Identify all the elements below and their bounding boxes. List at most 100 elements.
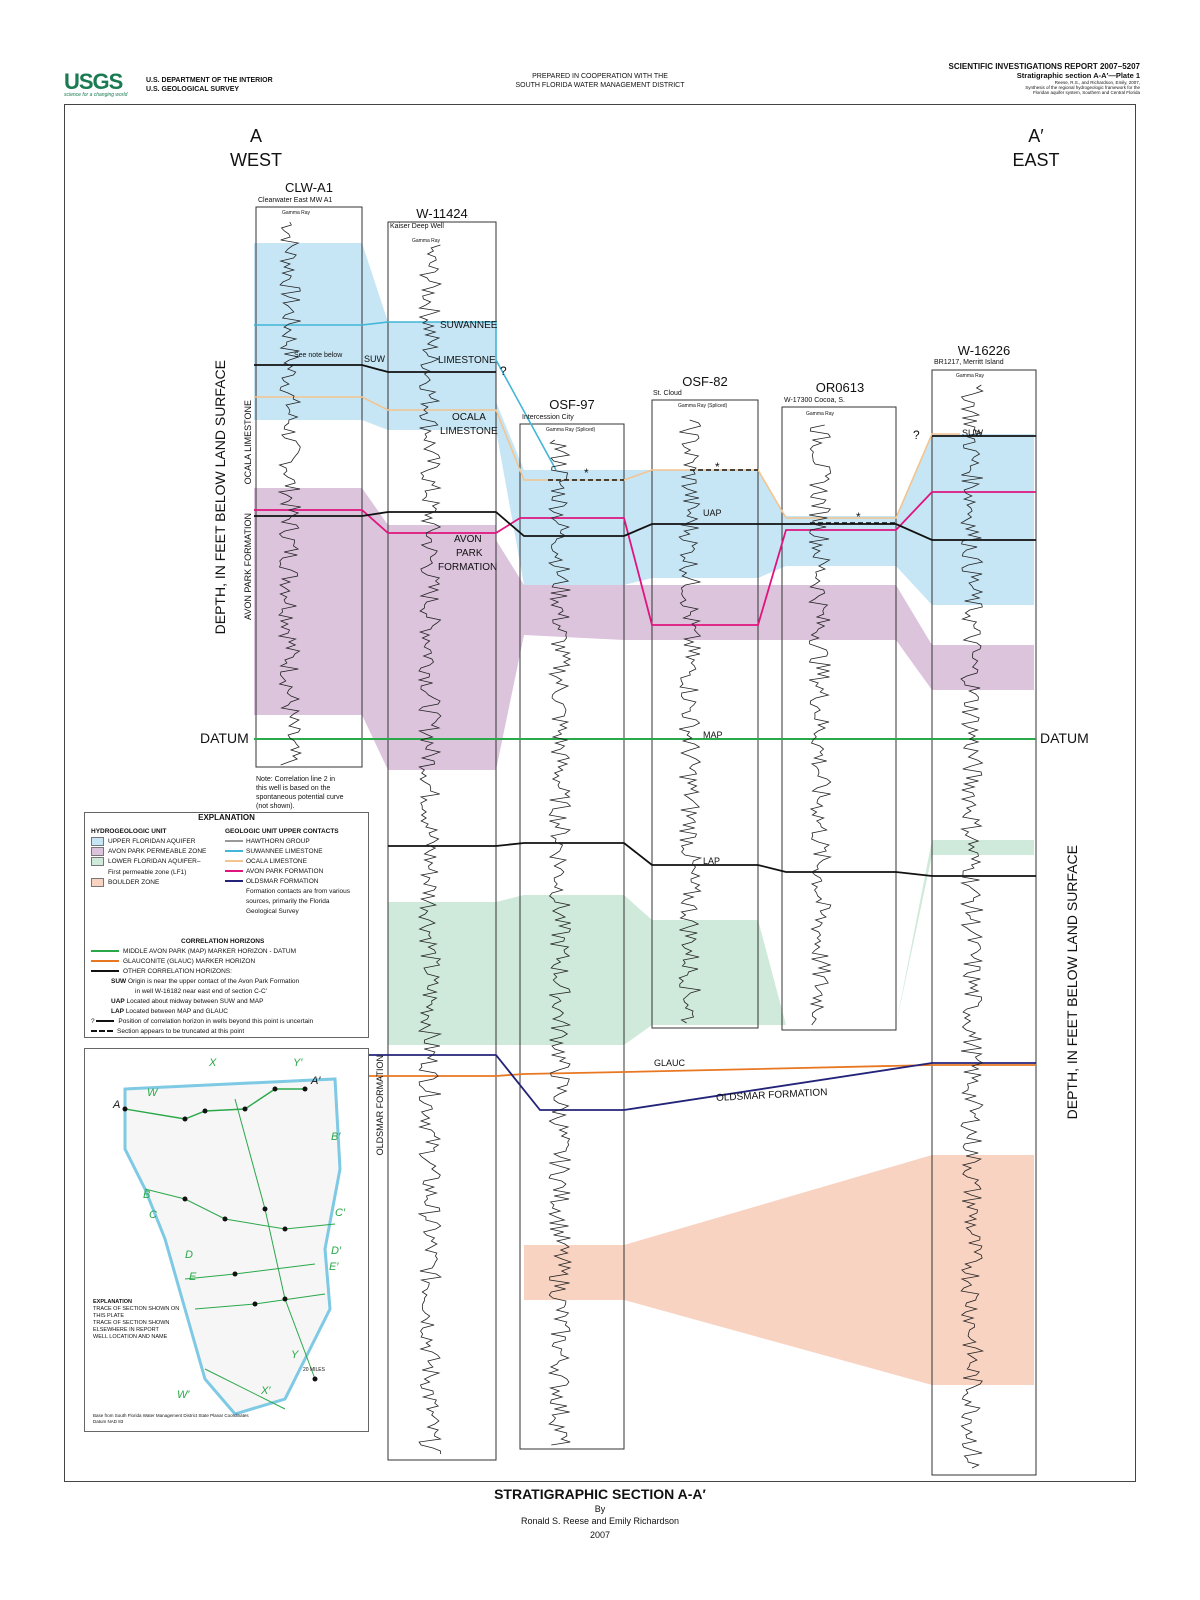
contacts-heading: GEOLOGIC UNIT UPPER CONTACTS [225, 828, 339, 835]
correlation-note: Note: Correlation line 2 in this well is… [256, 775, 344, 811]
district-line: SOUTH FLORIDA WATER MANAGEMENT DISTRICT [515, 82, 685, 89]
boulder-zone-band [524, 1155, 1034, 1385]
cooperation-line: PREPARED IN COOPERATION WITH THE [532, 73, 668, 80]
contact-item: OLDSMAR FORMATION [225, 877, 365, 887]
suw-label: SUW [364, 354, 385, 364]
legend-item: UPPER FLORIDAN AQUIFER [91, 837, 221, 847]
limestone-label: LIMESTONE [438, 355, 496, 366]
suw-label-east: SUW [962, 428, 983, 438]
by-line: By [594, 1504, 606, 1514]
lap-horizon [388, 842, 1036, 877]
correlation-heading: CORRELATION HORIZONS [181, 938, 265, 945]
map-label: MAP [703, 730, 723, 740]
contact-note: Geological Survey [246, 908, 299, 915]
suwannee-label: SUWANNEE [440, 320, 498, 331]
map-letter-c-prime: C′ [335, 1207, 346, 1219]
suw-horizon [254, 364, 1036, 437]
citation-line: Synthesis of the regional hydrogeologic … [1025, 85, 1140, 90]
contact-item: OCALA LIMESTONE [225, 857, 365, 867]
cooperation-block: PREPARED IN COOPERATION WITH THE SOUTH F… [470, 72, 730, 90]
plate-title: Stratigraphic section A-A′—Plate 1 [1016, 71, 1140, 80]
map-letter-b: B [143, 1189, 151, 1201]
contact-note: sources, primarily the Florida [246, 898, 330, 905]
ocala-label: OCALA [452, 412, 486, 423]
suwannee-contact [254, 321, 557, 471]
other-horizon: UAP Located about midway between SUW and… [111, 998, 264, 1005]
year: 2007 [589, 1530, 611, 1540]
map-letter-a-prime: A′ [311, 1075, 321, 1087]
park-label: PARK [456, 548, 483, 559]
usgs-tagline: science for a changing world [64, 92, 128, 98]
map-scale: 20 MILES [303, 1367, 325, 1373]
legend-item-continued: First permeable zone (LF1) [108, 868, 187, 876]
upper-floridan-band [254, 243, 1034, 605]
map-letter-d: D [185, 1249, 193, 1261]
contact-note: Formation contacts are from various [246, 888, 351, 895]
contact-item: HAWTHORN GROUP [225, 837, 365, 847]
legend-item: LOWER FLORIDAN AQUIFER– [91, 857, 221, 867]
map-trace-1: TRACE OF SECTION SHOWN ON THIS PLATE [93, 1306, 180, 1319]
formation-label: FORMATION [438, 562, 498, 573]
ocala-contact [254, 396, 960, 519]
map-letter-c: C [149, 1209, 157, 1221]
legend-item: AVON PARK PERMEABLE ZONE [91, 847, 221, 857]
gamma-ray-traces [277, 221, 985, 1469]
usgs-logo: USGS science for a changing world [64, 69, 134, 99]
log-header: Gamma Ray [956, 373, 985, 379]
location-map: A A′ W X Y′ B B′ C C′ D D′ E E′ W′ X′ Y … [84, 1048, 369, 1432]
well-site: BR1217, Merritt Island [934, 359, 1004, 366]
map-letter-w-prime: W′ [177, 1389, 190, 1401]
lap-label: LAP [703, 856, 721, 866]
gamma-ray-trace [417, 244, 443, 1455]
legend-item: BOULDER ZONE [91, 877, 221, 888]
truncation-star: * [584, 466, 589, 480]
avon-park-permeable-band [254, 488, 1034, 770]
uap-label: UAP [703, 508, 722, 518]
uncertain-marker: ? [500, 364, 507, 378]
map-letter-w: W [147, 1087, 158, 1099]
map-source: Base from South Florida Water Management… [93, 1413, 249, 1425]
corr-item: GLAUCONITE (GLAUC) MARKER HORIZON [91, 957, 366, 967]
truncation-star: * [715, 460, 720, 474]
log-header: Gamma Ray (Spliced) [678, 403, 728, 409]
truncation-marks [548, 469, 896, 524]
west-letter: A [249, 126, 262, 146]
avon-label: AVON [454, 534, 482, 545]
map-explanation-title: EXPLANATION [93, 1299, 133, 1305]
other-horizon: SUW Origin is near the upper contact of … [111, 978, 300, 985]
well-columns [255, 206, 1037, 1476]
map-letter-e: E [189, 1271, 197, 1283]
uncertain-item: ? Position of correlation horizon in wel… [91, 1018, 314, 1025]
note-line: Note: Correlation line 2 in [256, 776, 335, 783]
corr-item: MIDDLE AVON PARK (MAP) MARKER HORIZON - … [91, 947, 366, 957]
datum-label-right: DATUM [1040, 730, 1089, 746]
florida-map [122, 1077, 342, 1416]
depth-axis-label-right: DEPTH, IN FEET BELOW LAND SURFACE [1064, 845, 1080, 1120]
ocala-limestone-label: LIMESTONE [440, 426, 498, 437]
well-name: OSF-97 [549, 397, 595, 412]
report-block: SCIENTIFIC INVESTIGATIONS REPORT 2007–52… [949, 62, 1140, 95]
east-letter: A′ [1028, 126, 1044, 146]
contact-item: SUWANNEE LIMESTONE [225, 847, 365, 857]
map-trace-2: TRACE OF SECTION SHOWN ELSEWHERE IN REPO… [93, 1320, 170, 1333]
explanation-legend: EXPLANATION HYDROGEOLOGIC UNIT UPPER FLO… [84, 812, 369, 1038]
map-letter-b-prime: B′ [331, 1131, 341, 1143]
gamma-ray-trace [277, 221, 303, 766]
see-note-label: See note below [294, 352, 343, 359]
map-explanation: EXPLANATION TRACE OF SECTION SHOWN ON TH… [93, 1299, 183, 1341]
citation-line: Reese, R.S., and Richardson, Emily, 2007… [1054, 80, 1140, 85]
avon-park-formation-label: AVON PARK FORMATION [243, 513, 253, 621]
map-letter-x-prime: X′ [261, 1385, 271, 1397]
gamma-ray-trace [678, 419, 703, 1024]
avon-park-contact [254, 491, 1036, 626]
survey-line: U.S. GEOLOGICAL SURVEY [146, 86, 240, 93]
well-name: OSF-82 [682, 374, 728, 389]
usgs-wordmark: USGS [64, 69, 123, 94]
gamma-ray-trace [808, 424, 832, 1026]
plate-frame [64, 104, 1136, 1482]
contact-item: AVON PARK FORMATION [225, 867, 365, 877]
glauc-horizon [366, 1064, 1036, 1077]
glauc-label: GLAUC [654, 1058, 686, 1068]
gamma-ray-trace [960, 384, 985, 1469]
